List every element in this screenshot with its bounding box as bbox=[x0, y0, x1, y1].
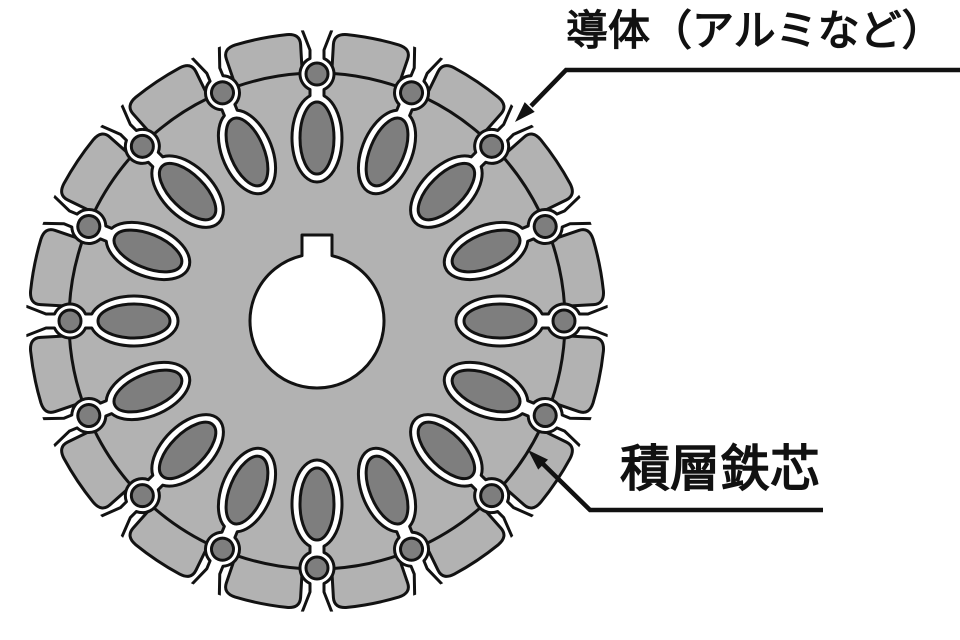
conductor-bar bbox=[96, 302, 172, 340]
surface-conductor-bar bbox=[209, 80, 235, 106]
slot-unit bbox=[356, 41, 446, 196]
rim-petal bbox=[549, 334, 605, 414]
core-arrowhead-icon bbox=[528, 450, 548, 470]
rim-petal bbox=[128, 64, 211, 137]
rim-petal bbox=[29, 334, 85, 414]
conductor-leader-line bbox=[529, 67, 960, 108]
conductor-bar bbox=[416, 161, 477, 222]
surface-conductor-bar bbox=[532, 403, 558, 429]
conductor-leader bbox=[515, 67, 960, 122]
core-leader-line bbox=[538, 459, 823, 513]
conductor-bar bbox=[298, 466, 336, 542]
rim-petals bbox=[29, 33, 605, 609]
conductor-arrowhead-icon bbox=[515, 102, 535, 122]
conductor-bar bbox=[157, 420, 218, 481]
conductor-bar bbox=[157, 161, 218, 222]
slot-unit bbox=[37, 360, 192, 450]
surface-conductor-bar bbox=[532, 213, 558, 239]
conductor-bar bbox=[224, 454, 270, 526]
rim-petal bbox=[330, 33, 410, 89]
slot-unit bbox=[290, 458, 344, 612]
rim-petal bbox=[128, 505, 211, 578]
slot-unit bbox=[454, 294, 608, 348]
rim-petal bbox=[330, 553, 410, 609]
surface-conductor-bar bbox=[76, 403, 102, 429]
surface-conductor-bar bbox=[399, 536, 425, 562]
rim-petal bbox=[423, 505, 506, 578]
shaft-hole bbox=[248, 233, 386, 390]
slot-unit bbox=[37, 192, 192, 282]
conductor-bar bbox=[450, 228, 522, 274]
conductor-bar bbox=[462, 302, 538, 340]
slot-unit bbox=[188, 446, 278, 601]
surface-conductor-bar bbox=[304, 61, 330, 87]
conductor-bar bbox=[112, 228, 184, 274]
core-label: 積層鉄芯 bbox=[620, 441, 820, 497]
core-leader bbox=[528, 450, 823, 513]
conductor-bar bbox=[416, 420, 477, 481]
rim-petal bbox=[549, 228, 605, 308]
conductor-bar bbox=[364, 454, 410, 526]
conductor-bar bbox=[364, 116, 410, 188]
slot-unit bbox=[96, 413, 225, 542]
surface-conductor-bar bbox=[57, 308, 83, 334]
conductor-bar bbox=[224, 116, 270, 188]
slot-unit bbox=[356, 446, 446, 601]
surface-conductor-bar bbox=[129, 133, 155, 159]
rim-petal bbox=[501, 132, 574, 215]
slot-unit bbox=[290, 30, 344, 184]
surface-conductor-bar bbox=[129, 483, 155, 509]
conductor-bar bbox=[112, 368, 184, 414]
conductor-bar bbox=[298, 100, 336, 176]
conductor-bar bbox=[450, 368, 522, 414]
rim-petal bbox=[224, 553, 304, 609]
surface-conductor-bar bbox=[399, 80, 425, 106]
rim-petal bbox=[501, 427, 574, 510]
slot-unit bbox=[26, 294, 180, 348]
surface-conductor-bar bbox=[551, 308, 577, 334]
conductor-label: 導体（アルミなど） bbox=[566, 7, 944, 54]
slot-unit bbox=[409, 100, 538, 229]
surface-conductor-bar bbox=[479, 483, 505, 509]
rim-petal bbox=[224, 33, 304, 89]
rim-petal bbox=[29, 228, 85, 308]
slot-unit bbox=[96, 100, 225, 229]
rim-petal bbox=[423, 64, 506, 137]
slot-unit bbox=[442, 192, 597, 282]
surface-conductor-bar bbox=[209, 536, 235, 562]
rim-petal bbox=[60, 132, 133, 215]
surface-conductor-bar bbox=[304, 555, 330, 581]
slot-unit bbox=[409, 413, 538, 542]
surface-conductor-bar bbox=[479, 133, 505, 159]
surface-conductor-bar bbox=[76, 213, 102, 239]
slots bbox=[26, 30, 608, 612]
slot-unit bbox=[188, 41, 278, 196]
slot-unit bbox=[442, 360, 597, 450]
rotor bbox=[26, 30, 608, 612]
rim-petal bbox=[60, 427, 133, 510]
